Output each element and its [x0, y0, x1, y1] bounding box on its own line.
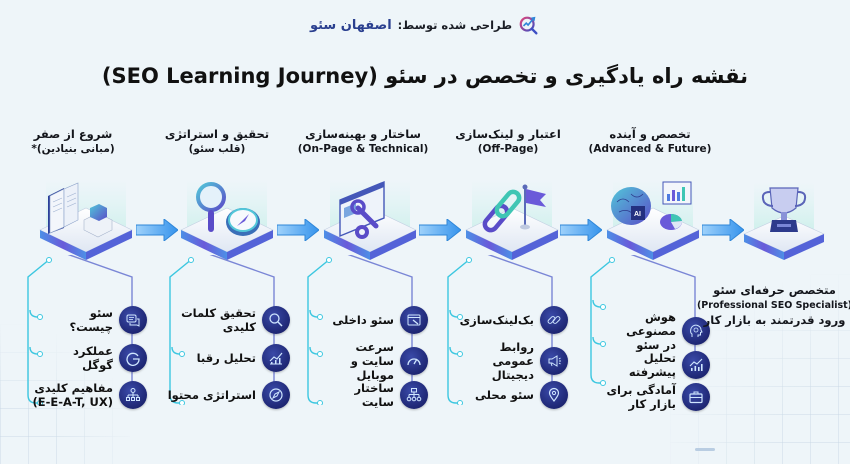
link-icon: [540, 306, 568, 334]
stage-5-heading: تخصص و آینده (Advanced & Future): [575, 127, 725, 157]
final-subtitle: (Professional SEO Specialist): [696, 300, 850, 311]
stage-1-item-what-is-seo: سئو چیست؟: [43, 306, 147, 334]
stage-2-illustration-magnifier-and-compass: [180, 180, 274, 260]
flow-arrow-5: [702, 219, 744, 241]
stage-2-subtitle: (قلب سئو): [188, 143, 246, 155]
sitemap-icon: [400, 381, 428, 409]
stage-3-title: ساختار و بهینه‌سازی: [305, 127, 421, 141]
credit-prefix: طراحی شده توسط:: [397, 18, 513, 32]
stage-2-item-keyword-research: تحقیق کلمات کلیدی: [162, 306, 290, 334]
decorative-dash: [695, 448, 715, 451]
flow-arrow-2: [277, 219, 319, 241]
compass-icon: [262, 381, 290, 409]
stage-4-heading: اعتبار و لینک‌سازی (Off-Page): [433, 127, 583, 157]
stage-2-item-content-strategy: استراتژی محتوا: [162, 381, 290, 409]
stage-1-item-key-concepts: مفاهیم کلیدی(E-E-A-T, UX): [23, 381, 147, 409]
brand-name: اصفهان سئو: [309, 17, 392, 33]
stage-3-item-site-structure: ساختار سایت: [320, 381, 428, 409]
stage-5-item-advanced-analytics: تحلیل پیشرفته: [600, 351, 710, 379]
seo-logo-icon: [519, 16, 538, 35]
flow-arrow-3: [419, 219, 461, 241]
final-outcome: متخصص حرفه‌ای سئو (Professional SEO Spec…: [687, 283, 850, 328]
stage-3-heading: ساختار و بهینه‌سازی (On-Page & Technical…: [292, 127, 434, 157]
flow-arrow-1: [136, 219, 178, 241]
final-tagline: ورود قدرتمند به بازار کار: [703, 313, 846, 327]
page-title: نقشه راه یادگیری و تخصص در سئو (SEO Lear…: [101, 64, 749, 88]
analytics-icon: [682, 351, 710, 379]
stage-4-item-local-seo: سئو محلی: [460, 381, 568, 409]
stage-2-heading: تحقیق و استراتژی (قلب سئو): [142, 127, 292, 157]
stage-5-illustration-ai-brain-and-charts: AI: [606, 180, 700, 260]
browser-wrench-icon: [400, 306, 428, 334]
stage-4-title: اعتبار و لینک‌سازی: [455, 127, 561, 141]
stage-1-heading: شروع از صفر (مبانی بنیادین)*: [0, 127, 148, 157]
briefcase-icon: [682, 383, 710, 411]
hierarchy-icon: [119, 381, 147, 409]
growth-chart-icon: [262, 344, 290, 372]
stage-3-item-on-page-seo: سئو داخلی: [320, 306, 428, 334]
svg-text:AI: AI: [634, 211, 641, 218]
megaphone-icon: [540, 347, 568, 375]
stage-1-item-google-performance: عملکرد گوگل: [43, 344, 147, 372]
speedometer-icon: [400, 347, 428, 375]
final-illustration-trophy: [743, 182, 825, 260]
ai-head-icon: [682, 317, 710, 345]
stage-4-illustration-chain-and-flag: [465, 180, 559, 260]
credit-line: طراحی شده توسط: اصفهان سئو: [0, 14, 850, 36]
stage-3-illustration-browser-wrench-gear: [323, 180, 417, 260]
stage-5-title: تخصص و آینده: [609, 127, 691, 141]
stage-4-item-backlinks: بک‌لینک‌سازی: [460, 306, 568, 334]
search-icon: [262, 306, 290, 334]
stage-2-item-competitor-analysis: تحلیل رقبا: [162, 344, 290, 372]
google-g-icon: [119, 344, 147, 372]
final-title: متخصص حرفه‌ای سئو: [713, 283, 836, 297]
flow-arrow-4: [560, 219, 602, 241]
stage-1-illustration-book-and-cube: [39, 180, 133, 260]
stage-5-subtitle: (Advanced & Future): [588, 143, 712, 155]
stage-2-title: تحقیق و استراتژی: [164, 127, 270, 141]
stage-3-subtitle: (On-Page & Technical): [297, 143, 429, 155]
stage-4-subtitle: (Off-Page): [477, 143, 539, 155]
chat-bubbles-icon: [119, 306, 147, 334]
map-pin-icon: [540, 381, 568, 409]
stage-1-title: شروع از صفر: [33, 127, 113, 141]
stage-1-subtitle: (مبانی بنیادین)*: [31, 143, 115, 155]
